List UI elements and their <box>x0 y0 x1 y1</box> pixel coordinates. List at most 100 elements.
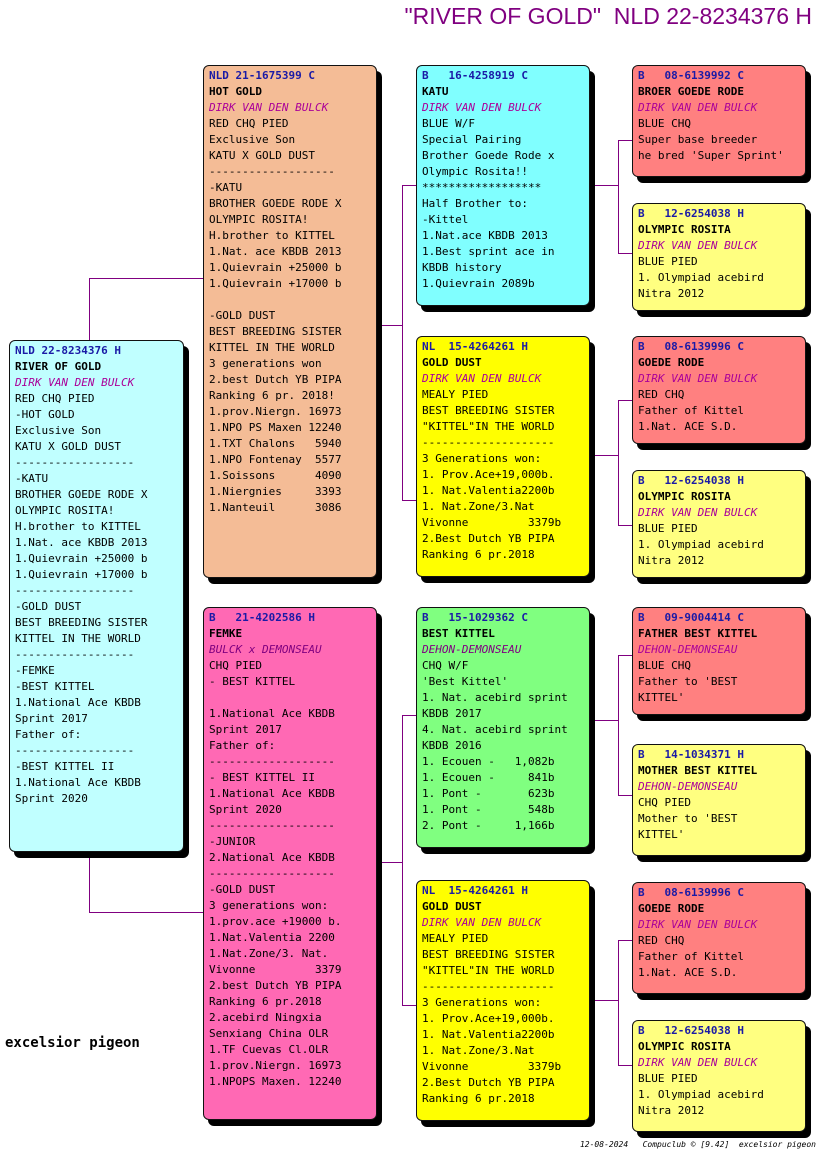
info-line: 1.Niergnies 3393 <box>209 485 342 498</box>
info-line: ------------------- <box>209 867 335 880</box>
ring-number: NL 15-4264261 H <box>422 340 528 353</box>
connector-line <box>402 715 403 1005</box>
info-line: RED CHQ PIED <box>209 117 289 130</box>
pigeon-name: HOT GOLD <box>209 85 262 98</box>
connector-line <box>618 140 619 253</box>
info-line: H.brother to KITTEL <box>209 229 335 242</box>
info-line: Ranking 6 pr.2018 <box>422 548 535 561</box>
info-line: 1.Nat.Valentia 2200 <box>209 931 335 944</box>
info-line: 1.Quievrain +17000 b <box>15 568 148 581</box>
info-line: Father of Kittel <box>638 950 744 963</box>
info-line: 1.Quievrain +25000 b <box>15 552 148 565</box>
info-line: BLUE CHQ <box>638 659 691 672</box>
info-line: 2.National Ace KBDB <box>209 851 335 864</box>
info-line: 1.Soissons 4090 <box>209 469 342 482</box>
connector-line <box>618 400 632 401</box>
breeder-name: DEHON-DEMONSEAU <box>638 780 738 793</box>
info-line: 1.Nat.Zone/3. Nat. <box>209 947 329 960</box>
info-line: BROTHER GOEDE RODE X <box>209 197 342 210</box>
breeder-name: DIRK VAN DEN BULCK <box>209 101 329 114</box>
breeder-name: DIRK VAN DEN BULCK <box>422 101 542 114</box>
connector-line <box>89 278 204 279</box>
ring-number: B 14-1034371 H <box>638 748 744 761</box>
pigeon-name: FEMKE <box>209 627 243 640</box>
info-line: 4. Nat. acebird sprint <box>422 723 568 736</box>
info-line: BLUE W/F <box>422 117 475 130</box>
connector-line <box>618 655 619 795</box>
info-line: -KATU <box>209 181 243 194</box>
breeder-name: DEHON-DEMONSEAU <box>638 643 738 656</box>
connector-line <box>89 852 90 912</box>
info-line: ------------------- <box>209 755 335 768</box>
info-line: 1.prov.Niergn. 16973 <box>209 405 342 418</box>
breeder-name: DIRK VAN DEN BULCK <box>638 239 758 252</box>
info-line: ------------------ <box>15 648 135 661</box>
info-line: Father of: <box>15 728 82 741</box>
info-line: Nitra 2012 <box>638 287 705 300</box>
info-line: -GOLD DUST <box>209 883 276 896</box>
info-line: 2.best Dutch YB PIPA <box>209 979 342 992</box>
pigeon-card-dam-sire-dam[interactable]: B 14-1034371 H MOTHER BEST KITTEL DEHON-DE… <box>632 744 806 856</box>
info-line: 1.prov.ace +19000 b. <box>209 915 342 928</box>
info-line: Olympic Rosita!! <box>422 165 528 178</box>
info-line: KITTEL IN THE WORLD <box>209 341 335 354</box>
info-line: BEST BREEDING SISTER <box>422 948 555 961</box>
ring-number: B 12-6254038 H <box>638 1024 744 1037</box>
info-line: 1.NPOPS Maxen. 12240 <box>209 1075 342 1088</box>
info-line: KBDB history <box>422 261 502 274</box>
info-line: RED CHQ <box>638 934 685 947</box>
info-line: BEST BREEDING SISTER <box>209 325 342 338</box>
info-line: Exclusive Son <box>209 133 296 146</box>
info-line: 1. Ecouen - 841b <box>422 771 555 784</box>
info-line: 1. Olympiad acebird <box>638 1088 764 1101</box>
info-line: 1.Nat. ACE S.D. <box>638 966 738 979</box>
info-line: Mother to 'BEST <box>638 812 738 825</box>
info-line: BROTHER GOEDE RODE X <box>15 488 148 501</box>
connector-line <box>618 525 632 526</box>
pigeon-card-dam-dam-dam[interactable]: B 12-6254038 H OLYMPIC ROSITA DIRK VAN DEN… <box>632 1020 806 1132</box>
info-line: 1. Nat.Zone/3.Nat <box>422 500 535 513</box>
info-line: 2.best Dutch YB PIPA <box>209 373 342 386</box>
info-line: 1. Nat.Zone/3.Nat <box>422 1044 535 1057</box>
info-line: Exclusive Son <box>15 424 102 437</box>
info-line: 1. Olympiad acebird <box>638 538 764 551</box>
connector-line <box>89 278 90 342</box>
info-line: 2.Best Dutch YB PIPA <box>422 1076 555 1089</box>
info-line: 3 Generations won: <box>422 452 542 465</box>
breeder-name: DIRK VAN DEN BULCK <box>638 372 758 385</box>
connector-line <box>376 325 402 326</box>
info-line: BLUE CHQ <box>638 117 691 130</box>
breeder-name: DIRK VAN DEN BULCK <box>638 1056 758 1069</box>
info-line: 1.NPO Fontenay 5577 <box>209 453 342 466</box>
info-line: 1. Pont - 548b <box>422 803 555 816</box>
ring-number: B 08-6139996 C <box>638 886 744 899</box>
info-line: 2.Best Dutch YB PIPA <box>422 532 555 545</box>
pigeon-name: GOLD DUST <box>422 356 482 369</box>
info-line: Father of Kittel <box>638 404 744 417</box>
connector-line <box>618 1065 632 1066</box>
info-line: -GOLD DUST <box>15 600 82 613</box>
pigeon-name: OLYMPIC ROSITA <box>638 223 731 236</box>
pigeon-name: MOTHER BEST KITTEL <box>638 764 758 777</box>
pigeon-name: GOEDE RODE <box>638 356 705 369</box>
info-line: KATU X GOLD DUST <box>209 149 315 162</box>
pedigree-title: "RIVER OF GOLD" NLD 22-8234376 H <box>404 3 813 29</box>
info-line: 1. Nat. acebird sprint <box>422 691 568 704</box>
breeder-name: DEHON-DEMONSEAU <box>422 643 522 656</box>
info-line: 1. Ecouen - 1,082b <box>422 755 555 768</box>
pigeon-name: OLYMPIC ROSITA <box>638 1040 731 1053</box>
info-line: ------------------- <box>209 819 335 832</box>
